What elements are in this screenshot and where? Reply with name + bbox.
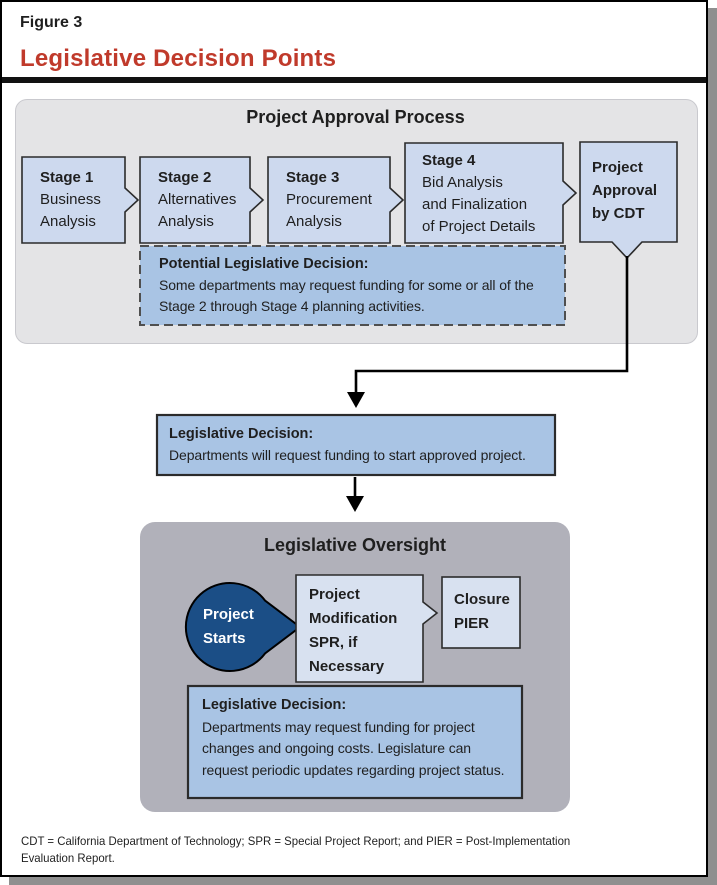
project-approval-line-3: by CDT [592, 205, 645, 222]
stage-1-shape [21, 156, 140, 244]
legislative-decision-bottom-body: Departments may request funding for proj… [202, 718, 505, 778]
figure-number-label: Figure 3 [20, 14, 83, 31]
project-modification-line-3: SPR, if [309, 634, 358, 651]
stage-3-label: Stage 3 Procurement Analysis [286, 167, 372, 233]
footnote: CDT = California Department of Technolog… [21, 833, 570, 867]
project-modification-label: Project Modification SPR, if Necessary [309, 583, 397, 679]
stage-2-shape [139, 156, 265, 244]
stage-3-shape [267, 156, 405, 244]
stage-4-label: Stage 4 Bid Analysis and Finalization of… [422, 150, 535, 238]
potential-decision-box [139, 245, 566, 326]
footnote-line-2: Evaluation Report. [21, 851, 115, 865]
closure-pier-line-1: Closure [454, 591, 510, 608]
project-approval-label: Project Approval by CDT [592, 156, 657, 225]
project-starts-bubble [184, 582, 302, 672]
project-approval-process-title: Project Approval Process [246, 107, 465, 127]
project-starts-label: Project Starts [203, 603, 254, 651]
down-arrowhead-2 [346, 496, 364, 512]
stage-1-label: Stage 1 Business Analysis [40, 167, 101, 233]
stage-3-heading: Stage 3 [286, 169, 340, 186]
legislative-decision-mid-body: Departments will request funding to star… [169, 447, 526, 463]
stage-1-line-2: Analysis [40, 213, 96, 230]
project-modification-line-2: Modification [309, 610, 398, 627]
closure-pier-line-2: PIER [454, 615, 490, 632]
legislative-decision-mid-note: Legislative Decision: Departments will r… [169, 424, 526, 466]
potential-decision-heading: Potential Legislative Decision: [159, 256, 369, 272]
project-approval-line-2: Approval [592, 182, 658, 199]
stage-2-heading: Stage 2 [158, 169, 212, 186]
project-approval-shape [579, 141, 678, 260]
legislative-decision-mid-box [155, 413, 557, 477]
down-arrowhead-1 [347, 392, 365, 408]
closure-pier-label: Closure PIER [454, 588, 510, 636]
stage-2-label: Stage 2 Alternatives Analysis [158, 167, 236, 233]
legislative-oversight-title: Legislative Oversight [263, 535, 447, 555]
stage-4-line-3: of Project Details [422, 218, 536, 235]
stage-2-line-2: Analysis [158, 213, 214, 230]
legislative-decision-bottom-box [186, 684, 524, 800]
legislative-decision-bottom-heading: Legislative Decision: [202, 697, 347, 713]
stage-1-heading: Stage 1 [40, 169, 94, 186]
title-divider-rule [2, 77, 706, 83]
footnote-line-1: CDT = California Department of Technolog… [21, 834, 571, 848]
figure-title: Legislative Decision Points [20, 45, 337, 72]
project-modification-shape [295, 574, 439, 683]
potential-decision-body: Some departments may request funding for… [159, 277, 534, 314]
project-starts-line-2: Starts [203, 630, 246, 647]
project-starts-line-1: Project [203, 606, 254, 623]
stage-4-line-1: Bid Analysis [422, 174, 503, 191]
stage-4-line-2: and Finalization [422, 196, 528, 213]
stage-2-line-1: Alternatives [158, 191, 237, 208]
legislative-decision-mid-heading: Legislative Decision: [169, 426, 314, 442]
project-approval-line-1: Project [592, 159, 643, 176]
flow-connector-line [354, 256, 629, 394]
project-modification-line-4: Necessary [309, 658, 385, 675]
stage-3-line-2: Analysis [286, 213, 342, 230]
stage-1-line-1: Business [40, 191, 101, 208]
stage-4-heading: Stage 4 [422, 152, 476, 169]
stage-4-shape [404, 142, 578, 244]
closure-pier-box [441, 576, 521, 649]
potential-decision-note: Potential Legislative Decision: Some dep… [159, 254, 543, 317]
stage-3-line-1: Procurement [286, 191, 372, 208]
project-modification-line-1: Project [309, 586, 360, 603]
legislative-decision-bottom-note: Legislative Decision: Departments may re… [202, 695, 512, 781]
